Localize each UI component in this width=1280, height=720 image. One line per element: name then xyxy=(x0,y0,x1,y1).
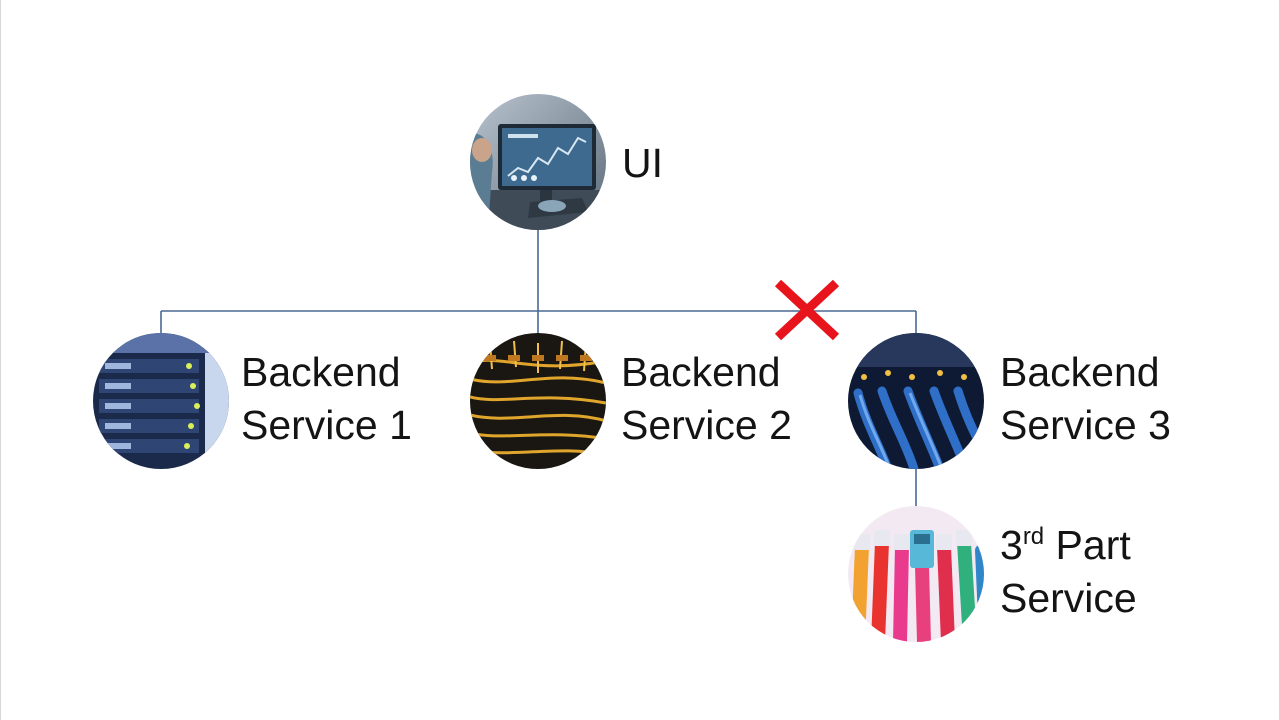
third-party-label-part: Part xyxy=(1044,522,1131,568)
red-x-icon xyxy=(774,279,840,341)
backend-service-3-label-line-2: Service 3 xyxy=(1000,402,1171,448)
backend-service-1-label-line-2: Service 1 xyxy=(241,402,412,448)
backend-service-1-label-line-1: Backend xyxy=(241,349,401,395)
backend-service-3-label: Backend Service 3 xyxy=(1000,346,1171,452)
third-party-label-three: 3 xyxy=(1000,522,1023,568)
ui-label-line: UI xyxy=(622,140,663,186)
backend-service-2-image xyxy=(470,333,606,469)
backend-service-2-label: Backend Service 2 xyxy=(621,346,792,452)
ui-node-label: UI xyxy=(622,137,663,190)
backend-service-3-image xyxy=(848,333,984,469)
third-party-label-line-2: Service xyxy=(1000,575,1137,621)
third-party-service-label: 3rd Part Service xyxy=(1000,519,1137,625)
third-party-label-superscript: rd xyxy=(1022,523,1045,550)
backend-service-3-label-line-1: Backend xyxy=(1000,349,1160,395)
backend-service-2-label-line-1: Backend xyxy=(621,349,781,395)
backend-service-2-label-line-2: Service 2 xyxy=(621,402,792,448)
third-party-label-line-1: 3rd Part xyxy=(1000,519,1137,572)
third-party-service-image xyxy=(848,506,984,642)
ui-node-image xyxy=(470,94,606,230)
backend-service-1-image xyxy=(93,333,229,469)
backend-service-1-label: Backend Service 1 xyxy=(241,346,412,452)
